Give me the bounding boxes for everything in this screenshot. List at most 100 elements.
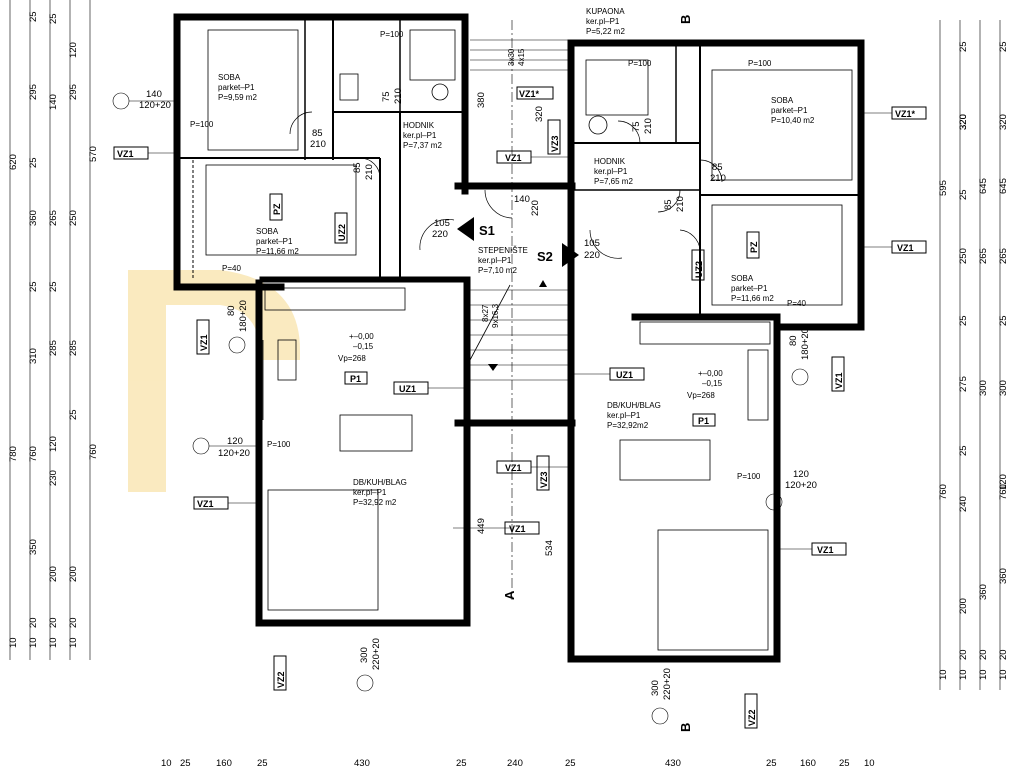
svg-text:285: 285	[68, 340, 79, 356]
svg-text:P=32,92 m2: P=32,92 m2	[353, 498, 397, 507]
svg-text:KUPAONA: KUPAONA	[586, 7, 625, 16]
svg-text:VZ1: VZ1	[897, 243, 914, 253]
door-dimensions: 85 210 85 210 105 220 140 220 105 220 75…	[310, 88, 726, 261]
svg-text:PZ: PZ	[272, 203, 282, 215]
svg-text:140: 140	[514, 194, 530, 205]
svg-text:25: 25	[48, 13, 59, 24]
svg-text:S1: S1	[479, 223, 495, 238]
svg-text:360: 360	[998, 568, 1009, 584]
svg-text:VZ3: VZ3	[539, 471, 549, 488]
svg-text:25: 25	[958, 445, 969, 456]
svg-text:P=100: P=100	[628, 59, 652, 68]
svg-text:P=40: P=40	[222, 264, 241, 273]
svg-text:STEPENIŠTE: STEPENIŠTE	[478, 246, 528, 255]
svg-text:10: 10	[864, 758, 875, 768]
svg-text:85: 85	[352, 162, 363, 173]
svg-text:760: 760	[88, 444, 99, 460]
parapet-labels: P=100 P=40 P=100 P=100 P=100 P=100 P=40 …	[190, 30, 806, 481]
svg-text:P=100: P=100	[380, 30, 404, 39]
svg-text:25: 25	[839, 758, 850, 768]
svg-text:645: 645	[998, 178, 1009, 194]
svg-text:760: 760	[998, 484, 1009, 500]
svg-text:250: 250	[68, 210, 79, 226]
svg-text:20: 20	[998, 649, 1009, 660]
svg-text:VZ1: VZ1	[197, 499, 214, 509]
svg-text:VZ1: VZ1	[199, 334, 209, 351]
svg-text:VZ1: VZ1	[834, 372, 844, 389]
svg-text:P=7,10 m2: P=7,10 m2	[478, 266, 517, 275]
room-label-left-hodnik: HODNIK ker.pl–P1 P=7,37 m2	[403, 121, 442, 150]
svg-text:DB/KUH/BLAG: DB/KUH/BLAG	[607, 401, 661, 410]
svg-text:VZ2: VZ2	[747, 709, 757, 726]
svg-text:parket–P1: parket–P1	[771, 106, 808, 115]
room-label-right-soba2: SOBA parket–P1 P=11,66 m2	[731, 274, 774, 303]
svg-text:350: 350	[28, 539, 39, 555]
svg-text:P1: P1	[350, 374, 361, 384]
svg-text:+–0,00: +–0,00	[698, 369, 723, 378]
svg-text:UZ1: UZ1	[399, 384, 416, 394]
svg-text:VZ2: VZ2	[276, 671, 286, 688]
svg-text:534: 534	[544, 540, 555, 556]
svg-text:300: 300	[998, 380, 1009, 396]
svg-text:449: 449	[476, 518, 487, 534]
svg-text:160: 160	[216, 758, 232, 768]
svg-text:200: 200	[48, 566, 59, 582]
svg-text:P=100: P=100	[267, 440, 291, 449]
window-tags: VZ1 VZ1 VZ1 VZ1 VZ1 VZ1 VZ1 VZ1 VZ1 VZ1*…	[113, 86, 927, 729]
section-b-top: B	[678, 15, 693, 24]
svg-text:250: 250	[958, 248, 969, 264]
svg-text:DB/KUH/BLAG: DB/KUH/BLAG	[353, 478, 407, 487]
svg-text:P=100: P=100	[737, 472, 761, 481]
svg-text:UZ1: UZ1	[616, 370, 633, 380]
svg-text:160: 160	[800, 758, 816, 768]
svg-text:120+20: 120+20	[139, 100, 171, 111]
svg-text:210: 210	[393, 88, 404, 104]
svg-text:VZ1: VZ1	[505, 153, 522, 163]
room-label-right-hodnik: HODNIK ker.pl–P1 P=7,65 m2	[594, 157, 633, 186]
svg-text:parket–P1: parket–P1	[731, 284, 768, 293]
svg-text:HODNIK: HODNIK	[594, 157, 626, 166]
svg-text:265: 265	[48, 210, 59, 226]
svg-text:25: 25	[68, 409, 79, 420]
svg-text:VZ1: VZ1	[817, 545, 834, 555]
svg-text:HODNIK: HODNIK	[403, 121, 435, 130]
svg-text:ker.pl–P1: ker.pl–P1	[478, 256, 512, 265]
svg-text:8x27: 8x27	[481, 304, 490, 322]
svg-text:275: 275	[958, 376, 969, 392]
svg-text:265: 265	[998, 248, 1009, 264]
svg-text:85: 85	[712, 162, 723, 173]
svg-text:10: 10	[938, 669, 949, 680]
stair-dimensions: 3x30 4x15 8x27 9x16,3 380 320 449 534	[476, 48, 555, 556]
bottom-dimension-chain: 10 25 160 25 430 25 240 25 430 25 160 25…	[161, 758, 875, 768]
svg-text:300: 300	[978, 380, 989, 396]
svg-text:645: 645	[978, 178, 989, 194]
svg-text:ker.pl–P1: ker.pl–P1	[594, 167, 628, 176]
svg-text:25: 25	[28, 11, 39, 22]
svg-text:ker.pl–P1: ker.pl–P1	[586, 17, 620, 26]
room-label-left-soba1: SOBA parket–P1 P=9,59 m2	[218, 73, 257, 102]
section-b-bottom: B	[678, 723, 693, 732]
svg-text:VZ1*: VZ1*	[895, 109, 916, 119]
svg-text:430: 430	[354, 758, 370, 768]
svg-text:25: 25	[958, 189, 969, 200]
svg-text:10: 10	[28, 637, 39, 648]
window-dimensions: 140 120+20 80 180+20 120 120+20 300 220+…	[139, 89, 817, 700]
svg-text:595: 595	[938, 180, 949, 196]
svg-text:120: 120	[998, 474, 1009, 490]
svg-text:180+20: 180+20	[238, 300, 249, 332]
svg-text:ker.pl–P1: ker.pl–P1	[353, 488, 387, 497]
svg-text:4x15: 4x15	[517, 48, 526, 66]
svg-text:220+20: 220+20	[371, 638, 382, 670]
svg-text:UZ2: UZ2	[337, 224, 347, 241]
svg-text:–0,15: –0,15	[353, 342, 374, 351]
svg-text:parket–P1: parket–P1	[218, 83, 255, 92]
svg-text:80: 80	[226, 305, 237, 316]
svg-text:210: 210	[675, 196, 686, 212]
section-a-top: A	[502, 590, 517, 600]
svg-text:PZ: PZ	[749, 241, 759, 253]
svg-text:220: 220	[584, 250, 600, 261]
svg-text:VZ1*: VZ1*	[519, 89, 540, 99]
door-swings	[289, 111, 723, 259]
svg-text:20: 20	[28, 617, 39, 628]
svg-text:80: 80	[788, 335, 799, 346]
